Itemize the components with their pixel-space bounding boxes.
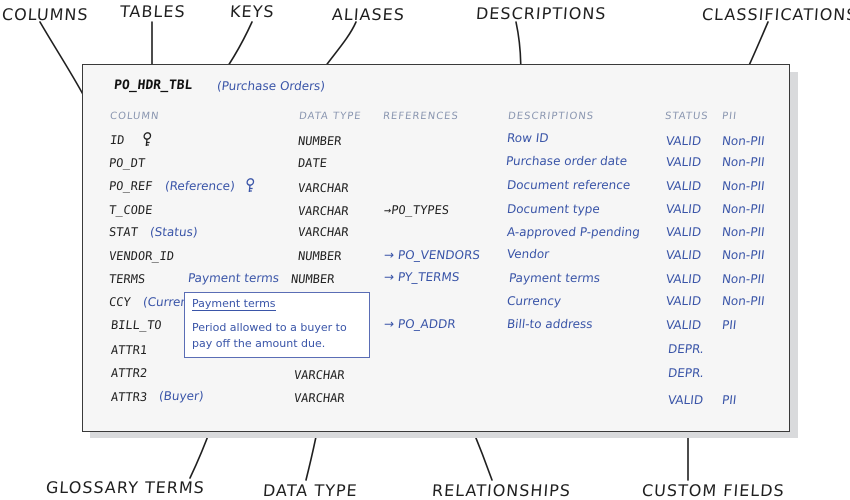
- pii-classification[interactable]: Non-PII: [721, 134, 766, 148]
- table-card: [82, 64, 790, 432]
- column-name[interactable]: TERMS: [108, 272, 146, 286]
- callout-descriptions: DESCRIPTIONS: [475, 4, 608, 23]
- status[interactable]: DEPR.: [667, 366, 705, 380]
- column-name[interactable]: CCY: [108, 295, 132, 309]
- column-name[interactable]: VENDOR_ID: [108, 249, 175, 263]
- data-type: NUMBER: [297, 134, 343, 148]
- reference-table: PO_TYPES: [390, 203, 450, 217]
- column-alias: (Reference): [164, 179, 236, 193]
- column-alias: (Curren: [142, 295, 189, 309]
- reference-table: PY_TERMS: [397, 270, 461, 284]
- glossary-term[interactable]: Payment terms: [187, 271, 280, 285]
- reference-link[interactable]: → PO_ADDR: [383, 317, 456, 331]
- column-alias: (Buyer): [158, 389, 205, 403]
- reference-link[interactable]: →PO_TYPES: [383, 203, 450, 217]
- column-alias: (Status): [149, 225, 199, 239]
- data-type: VARCHAR: [297, 204, 350, 218]
- callout-data-type: DATA TYPE: [262, 481, 359, 500]
- data-type: VARCHAR: [297, 181, 350, 195]
- status[interactable]: VALID: [665, 318, 702, 332]
- callout-classifications: CLASSIFICATIONS: [701, 5, 850, 24]
- pii-classification[interactable]: Non-PII: [721, 179, 766, 193]
- key-icon: [246, 178, 255, 192]
- status[interactable]: DEPR.: [667, 342, 705, 356]
- status[interactable]: VALID: [665, 248, 702, 262]
- column-name[interactable]: PO_DT: [108, 156, 146, 170]
- description[interactable]: Purchase order date: [505, 154, 628, 168]
- column-name[interactable]: ATTR1: [110, 343, 148, 357]
- callout-custom-fields: CUSTOM FIELDS: [641, 481, 786, 500]
- tooltip-body: Period allowed to a buyer to pay off the…: [192, 321, 347, 350]
- reference-link[interactable]: → PO_VENDORS: [383, 248, 480, 262]
- status[interactable]: VALID: [665, 155, 702, 169]
- table-name[interactable]: PO_HDR_TBL: [113, 78, 194, 93]
- column-name[interactable]: ATTR2: [110, 366, 148, 380]
- data-type: VARCHAR: [293, 368, 346, 382]
- status[interactable]: VALID: [665, 294, 702, 308]
- status[interactable]: VALID: [667, 393, 704, 407]
- description[interactable]: Bill-to address: [506, 317, 594, 331]
- description[interactable]: Document reference: [506, 178, 632, 192]
- callout-glossary-terms: GLOSSARY TERMS: [45, 478, 206, 497]
- data-type: NUMBER: [297, 249, 343, 263]
- data-type: VARCHAR: [293, 391, 346, 405]
- status[interactable]: VALID: [665, 225, 702, 239]
- description[interactable]: Document type: [506, 202, 601, 216]
- status[interactable]: VALID: [665, 179, 702, 193]
- pii-classification[interactable]: PII: [721, 393, 738, 407]
- data-type: VARCHAR: [297, 225, 350, 239]
- tooltip-title[interactable]: Payment terms: [192, 297, 276, 311]
- column-name[interactable]: STAT: [108, 225, 139, 239]
- description[interactable]: Currency: [506, 294, 562, 308]
- column-name[interactable]: ID: [109, 133, 126, 147]
- header-data-type: DATA TYPE: [298, 111, 363, 122]
- description[interactable]: Row ID: [506, 131, 550, 145]
- column-name[interactable]: ATTR3: [110, 390, 148, 404]
- table-alias: (Purchase Orders): [216, 79, 326, 93]
- data-type: NUMBER: [290, 272, 336, 286]
- callout-keys: KEYS: [229, 2, 276, 21]
- pii-classification[interactable]: Non-PII: [721, 294, 766, 308]
- callout-columns: COLUMNS: [1, 5, 90, 24]
- pii-classification[interactable]: Non-PII: [721, 155, 766, 169]
- callout-tables: TABLES: [119, 2, 187, 21]
- header-descriptions: DESCRIPTIONS: [507, 111, 595, 122]
- column-name[interactable]: BILL_TO: [110, 318, 163, 332]
- key-icon: [143, 132, 152, 146]
- pii-classification[interactable]: PII: [721, 318, 738, 332]
- pii-classification[interactable]: Non-PII: [721, 225, 766, 239]
- callout-relationships: RELATIONSHIPS: [431, 481, 572, 500]
- header-column: COLUMN: [109, 111, 160, 122]
- reference-link[interactable]: → PY_TERMS: [383, 270, 460, 284]
- callout-aliases: ALIASES: [331, 5, 406, 24]
- status[interactable]: VALID: [665, 134, 702, 148]
- column-name[interactable]: PO_REF: [108, 179, 154, 193]
- header-references: REFERENCES: [382, 111, 460, 122]
- reference-table: PO_ADDR: [397, 317, 457, 331]
- column-name[interactable]: T_CODE: [108, 203, 154, 217]
- description[interactable]: Vendor: [506, 247, 550, 261]
- glossary-tooltip: Payment terms Period allowed to a buyer …: [184, 292, 370, 358]
- header-pii: PII: [721, 111, 738, 122]
- reference-table: PO_VENDORS: [397, 248, 481, 262]
- description[interactable]: Payment terms: [508, 271, 601, 285]
- description[interactable]: A-approved P-pending: [506, 225, 641, 239]
- header-status: STATUS: [664, 111, 710, 122]
- pii-classification[interactable]: Non-PII: [721, 272, 766, 286]
- status[interactable]: VALID: [665, 272, 702, 286]
- pii-classification[interactable]: Non-PII: [721, 248, 766, 262]
- data-type: DATE: [297, 156, 328, 170]
- status[interactable]: VALID: [665, 202, 702, 216]
- pii-classification[interactable]: Non-PII: [721, 202, 766, 216]
